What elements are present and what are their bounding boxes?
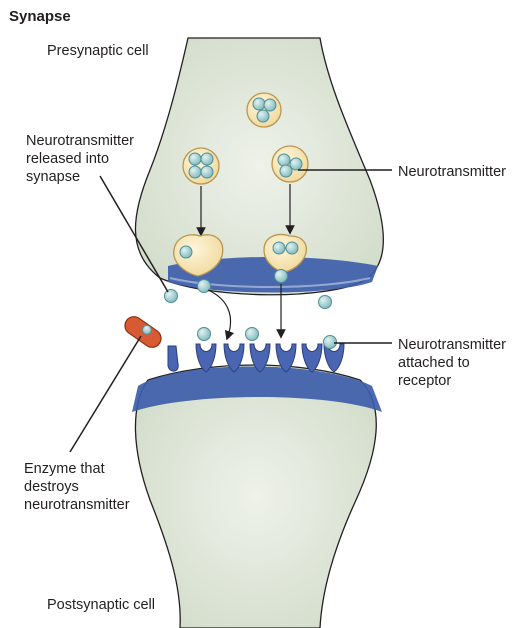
vesicle-right <box>271 145 309 183</box>
figure-title: Synapse <box>9 8 71 25</box>
neurotransmitter-cleft <box>164 269 337 349</box>
label-neurotransmitter: Neurotransmitter <box>398 164 506 180</box>
arrow-diffuse-left <box>207 289 235 341</box>
receptor <box>301 343 323 373</box>
presynaptic-membrane <box>168 257 378 293</box>
vesicle-fusing-right <box>263 233 307 273</box>
receptor-row <box>167 343 345 373</box>
label-attached: Neurotransmitter attached to receptor <box>398 337 506 389</box>
postsynaptic-membrane <box>132 366 382 412</box>
presynaptic-terminal <box>134 37 384 296</box>
receptor <box>223 343 245 373</box>
label-postsynaptic-cell: Postsynaptic cell <box>47 597 155 613</box>
label-enzyme: Enzyme that destroys neurotransmitter <box>24 461 130 513</box>
postsynaptic-dendrite <box>134 364 377 628</box>
label-presynaptic-cell: Presynaptic cell <box>47 43 149 59</box>
vesicle-fusing-left <box>173 234 224 277</box>
callout-enzyme <box>69 335 142 453</box>
enzyme-icon <box>124 316 162 348</box>
callout-released <box>99 175 169 293</box>
receptor <box>323 343 345 373</box>
receptor <box>275 343 297 373</box>
receptor <box>249 343 271 373</box>
receptor <box>167 345 179 372</box>
label-released: Neurotransmitter released into synapse <box>26 133 134 185</box>
receptor <box>195 343 217 373</box>
vesicle-top <box>246 92 282 128</box>
vesicle-left <box>182 147 220 185</box>
